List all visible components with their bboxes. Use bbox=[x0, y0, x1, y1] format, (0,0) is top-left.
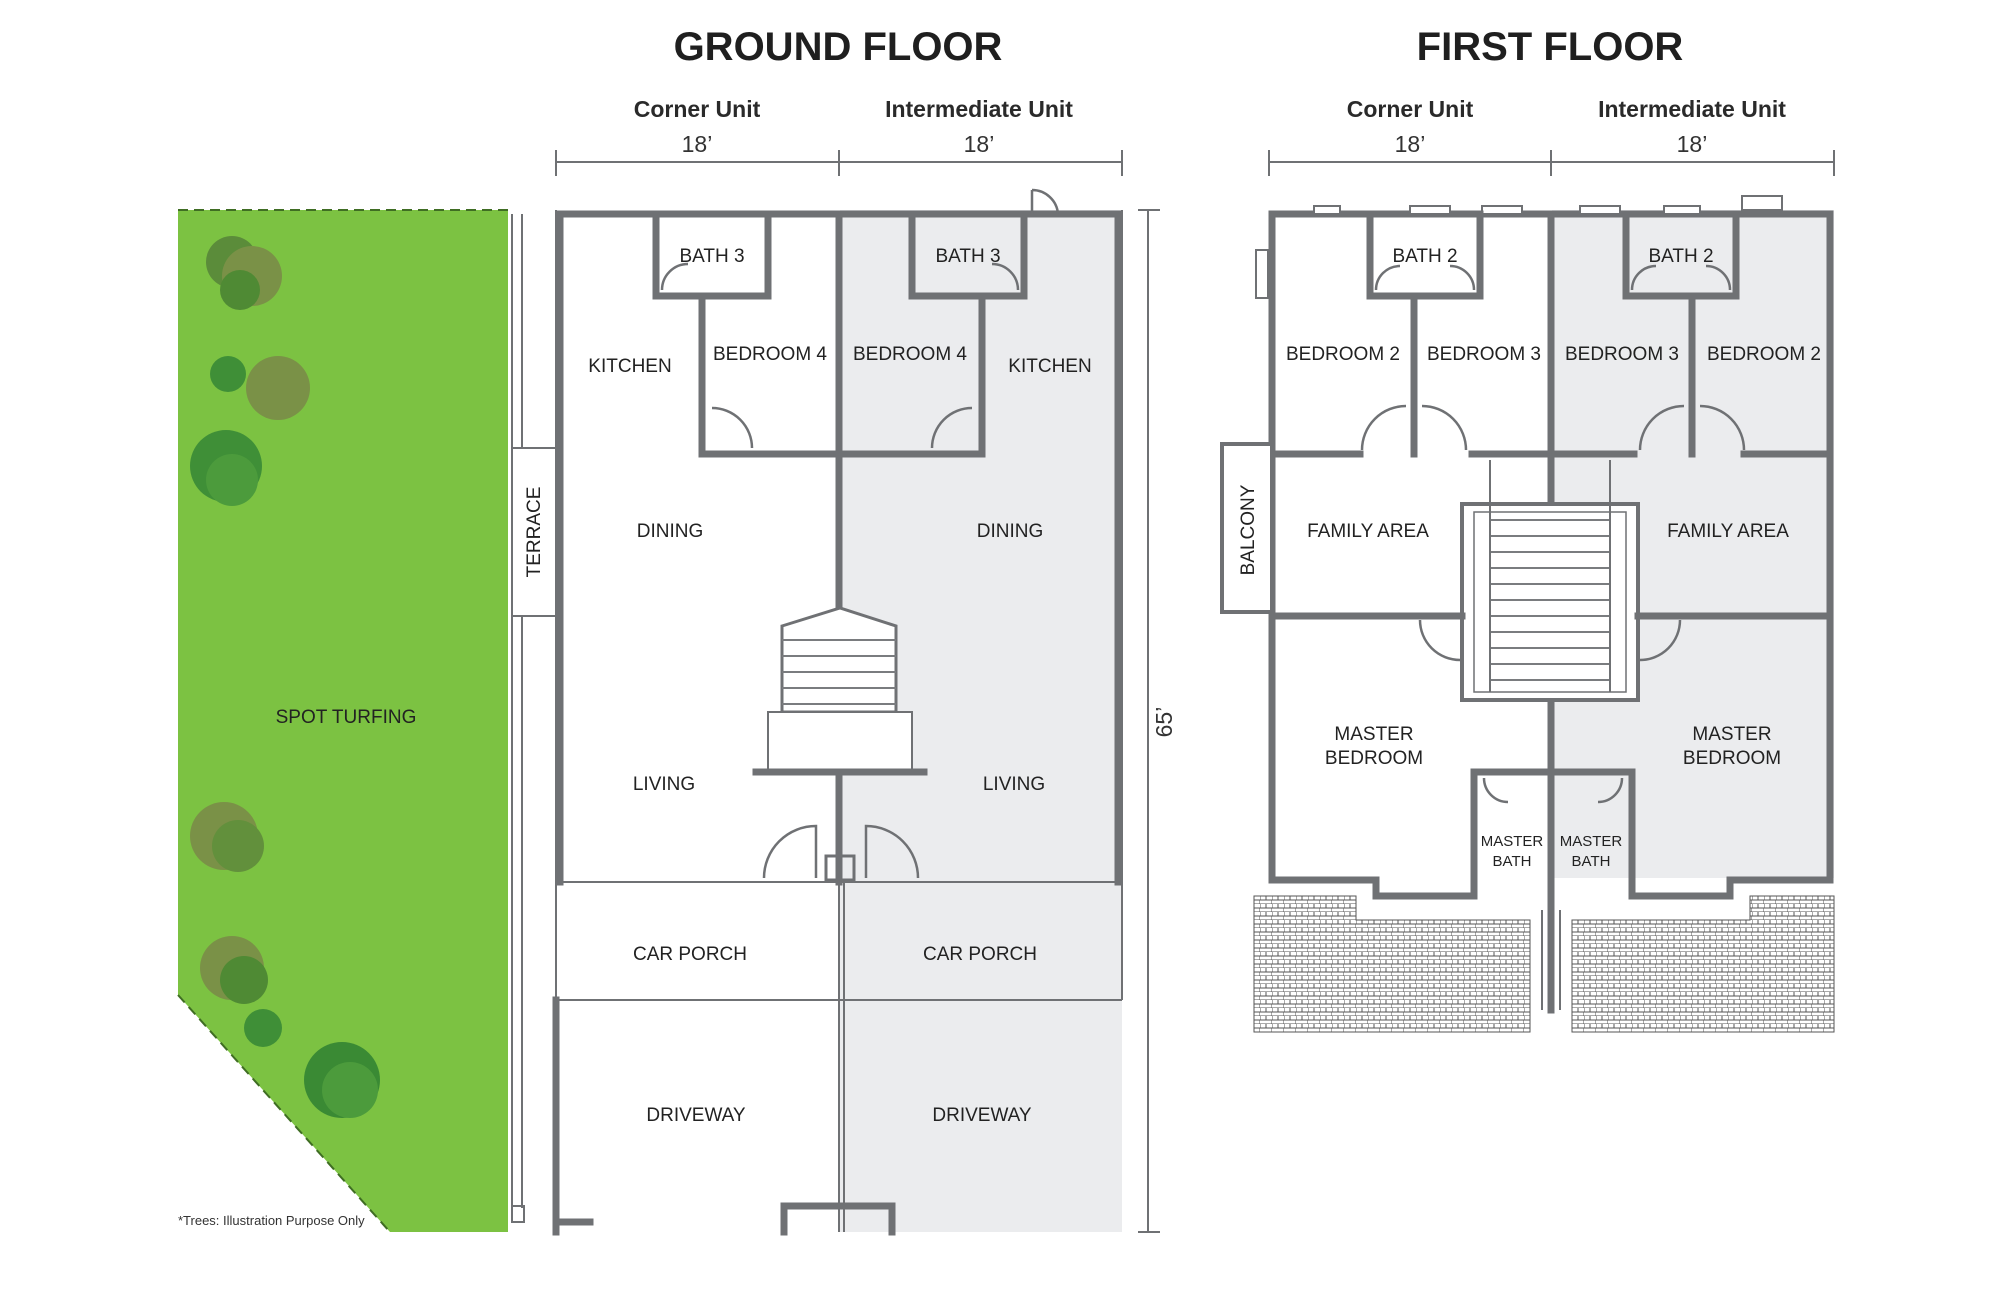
first-intermediate-unit-label: Intermediate Unit bbox=[1598, 96, 1786, 122]
tree-icon bbox=[200, 936, 268, 1004]
master-bath-left-line1: MASTER bbox=[1481, 833, 1544, 850]
balcony-label: BALCONY bbox=[1238, 484, 1259, 575]
bedroom3-left-label: BEDROOM 3 bbox=[1427, 344, 1541, 365]
ground-corner-width: 18’ bbox=[682, 131, 713, 157]
ground-floor-title: GROUND FLOOR bbox=[674, 25, 1003, 69]
dining-right-label: DINING bbox=[977, 521, 1044, 542]
first-corner-unit-label: Corner Unit bbox=[1347, 96, 1474, 122]
roof-tiles bbox=[1253, 895, 1835, 1033]
bedroom2-right-label: BEDROOM 2 bbox=[1707, 344, 1821, 365]
ground-dimension-header: Corner Unit Intermediate Unit 18’ 18’ bbox=[555, 96, 1123, 176]
master-bedroom-right-line2: BEDROOM bbox=[1683, 748, 1781, 769]
spot-turfing-label: SPOT TURFING bbox=[276, 707, 417, 728]
driveway-left-label: DRIVEWAY bbox=[646, 1105, 746, 1126]
car-porch-left-label: CAR PORCH bbox=[633, 944, 747, 965]
tree-icon bbox=[210, 356, 310, 420]
bedroom2-left-label: BEDROOM 2 bbox=[1286, 344, 1400, 365]
master-bath-right-line1: MASTER bbox=[1560, 833, 1623, 850]
first-dimension-header: Corner Unit Intermediate Unit 18’ 18’ bbox=[1268, 96, 1835, 176]
bedroom3-right-label: BEDROOM 3 bbox=[1565, 344, 1679, 365]
ground-staircase bbox=[752, 606, 928, 776]
ground-floor-plan: TERRACE BATH 3 BEDROOM 4 KITCHEN BATH 3 … bbox=[511, 188, 1177, 1236]
family-area-right-label: FAMILY AREA bbox=[1667, 521, 1789, 542]
trees-note: *Trees: Illustration Purpose Only bbox=[178, 1213, 365, 1228]
spot-turfing-area: SPOT TURFING bbox=[177, 209, 508, 1233]
first-floor-plan: BATH 2 BEDROOM 2 BEDROOM 3 BATH 2 BEDROO… bbox=[1220, 195, 1835, 1033]
master-bedroom-right-line1: MASTER bbox=[1692, 724, 1771, 745]
first-corner-width: 18’ bbox=[1395, 131, 1426, 157]
dining-left-label: DINING bbox=[637, 521, 704, 542]
bath2-right-label: BATH 2 bbox=[1648, 246, 1713, 267]
master-bath-left-line2: BATH bbox=[1493, 853, 1532, 870]
tree-icon bbox=[206, 236, 282, 310]
first-floor-title: FIRST FLOOR bbox=[1417, 25, 1684, 69]
first-intermediate-width: 18’ bbox=[1677, 131, 1708, 157]
master-bedroom-left-line2: BEDROOM bbox=[1325, 748, 1423, 769]
ground-intermediate-unit-label: Intermediate Unit bbox=[885, 96, 1073, 122]
tree-icon bbox=[190, 430, 262, 506]
terrace-label: TERRACE bbox=[524, 487, 545, 578]
tree-icon bbox=[244, 1009, 282, 1047]
tree-icon bbox=[304, 1042, 380, 1118]
master-bath-right-line2: BATH bbox=[1572, 853, 1611, 870]
first-staircase bbox=[1460, 460, 1640, 702]
ground-depth-dimension: 65’ bbox=[1151, 707, 1177, 738]
bath2-left-label: BATH 2 bbox=[1392, 246, 1457, 267]
car-porch-right-label: CAR PORCH bbox=[923, 944, 1037, 965]
master-bedroom-left-line1: MASTER bbox=[1334, 724, 1413, 745]
kitchen-right-label: KITCHEN bbox=[1008, 356, 1091, 377]
ground-intermediate-width: 18’ bbox=[964, 131, 995, 157]
ground-corner-unit-label: Corner Unit bbox=[634, 96, 761, 122]
driveway-right-label: DRIVEWAY bbox=[932, 1105, 1032, 1126]
bath3-left-label: BATH 3 bbox=[679, 246, 744, 267]
bedroom4-left-label: BEDROOM 4 bbox=[713, 344, 827, 365]
living-right-label: LIVING bbox=[983, 774, 1045, 795]
family-area-left-label: FAMILY AREA bbox=[1307, 521, 1429, 542]
living-left-label: LIVING bbox=[633, 774, 695, 795]
tree-icon bbox=[190, 802, 264, 872]
bedroom4-right-label: BEDROOM 4 bbox=[853, 344, 967, 365]
kitchen-left-label: KITCHEN bbox=[588, 356, 671, 377]
bath3-right-label: BATH 3 bbox=[935, 246, 1000, 267]
